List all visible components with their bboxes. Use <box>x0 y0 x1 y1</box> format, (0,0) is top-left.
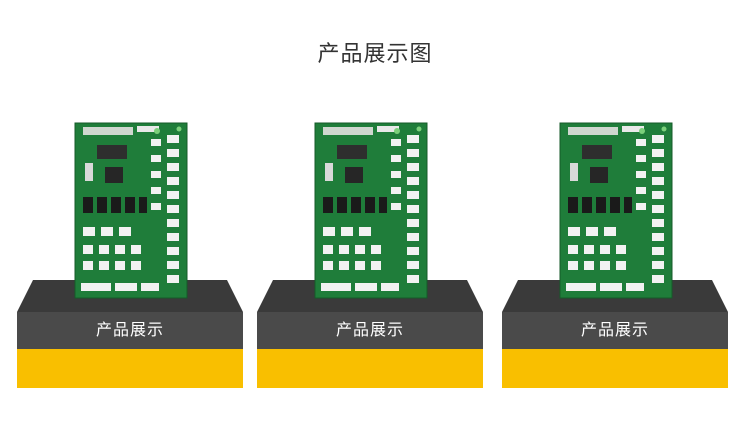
product-label: 产品展示 <box>580 320 649 339</box>
pcb-board-image <box>74 122 188 299</box>
pedestal-base <box>502 349 728 388</box>
pedestal-base <box>257 349 483 388</box>
product-display-graphic <box>257 122 483 388</box>
pedestal-front <box>17 312 243 349</box>
product-card-2: 产品展示 <box>257 108 483 388</box>
pedestal-front <box>502 312 728 349</box>
pcb-board-image <box>314 122 428 299</box>
product-card-3: 产品展示 <box>502 108 728 388</box>
product-display-graphic <box>502 122 728 388</box>
product-label: 产品展示 <box>95 320 164 339</box>
product-card-1: 产品展示 <box>17 108 243 388</box>
pedestal-front <box>257 312 483 349</box>
page-title: 产品展示图 <box>317 42 433 67</box>
pedestal-base <box>17 349 243 388</box>
product-label: 产品展示 <box>335 320 404 339</box>
product-display-graphic <box>17 122 243 388</box>
pcb-board-image <box>559 122 673 299</box>
